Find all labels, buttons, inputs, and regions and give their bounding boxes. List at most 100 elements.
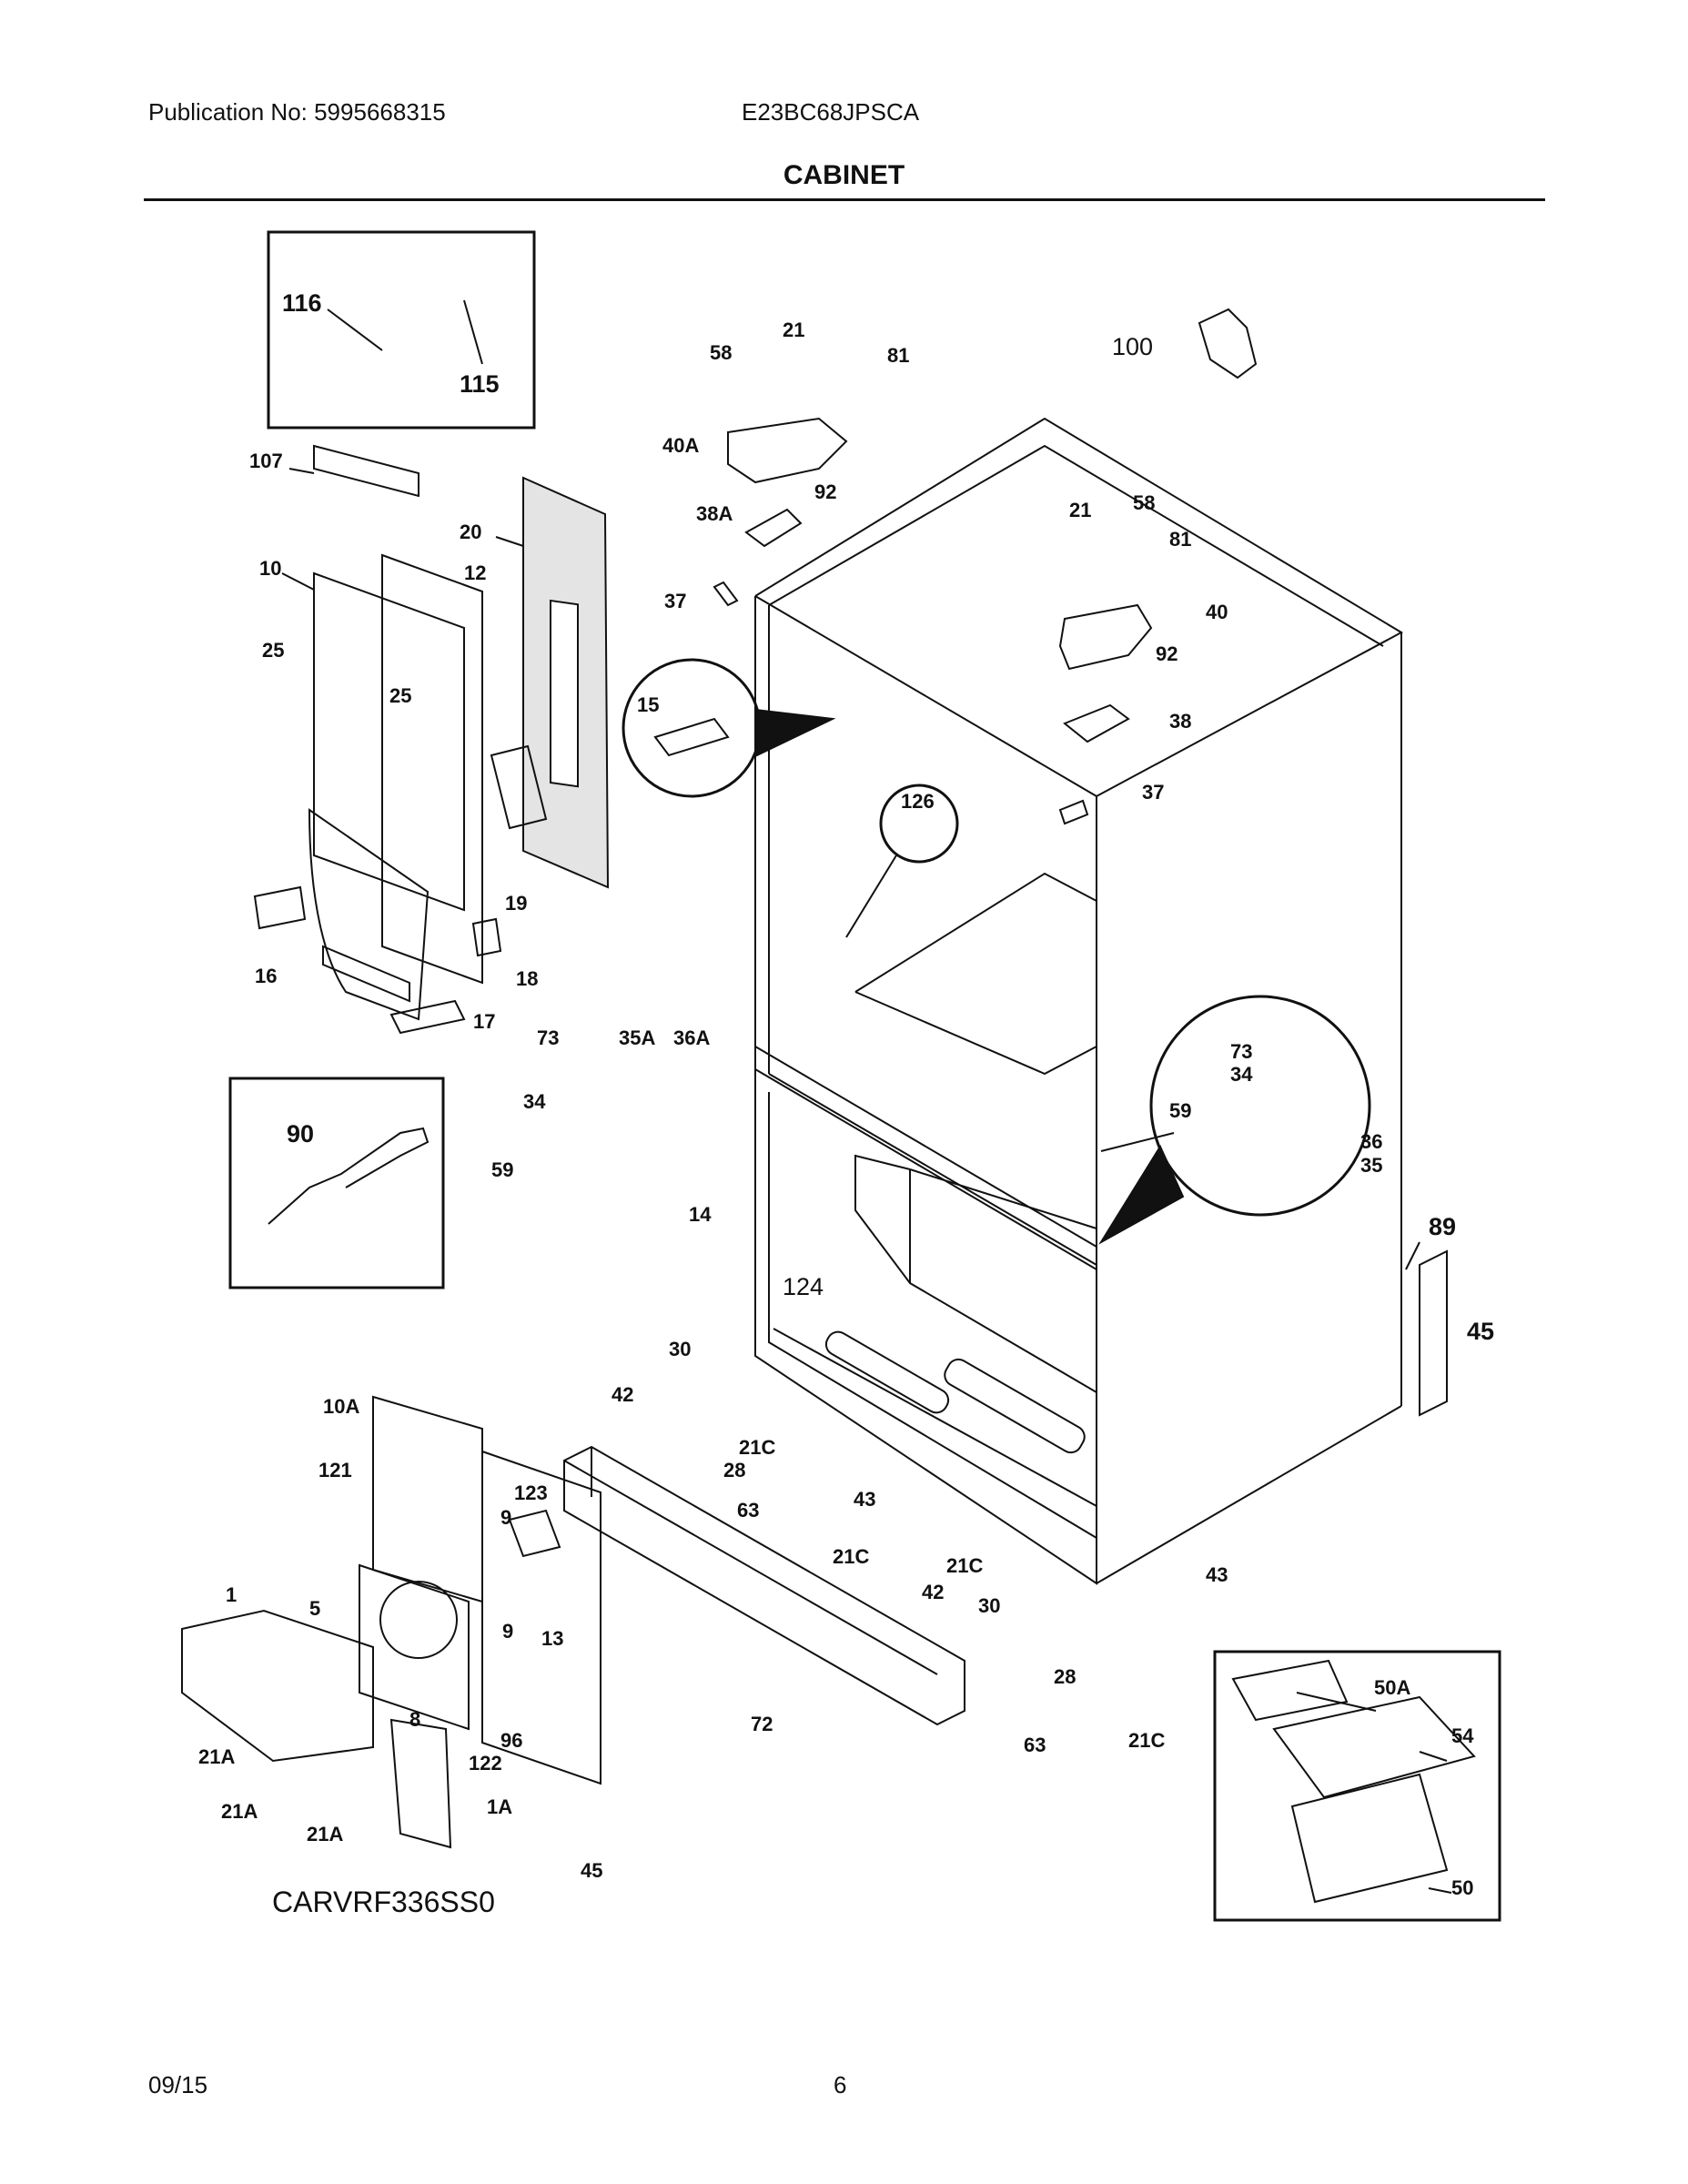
callout-10A: 10A bbox=[323, 1395, 359, 1418]
callout-21Cc: 21C bbox=[946, 1554, 983, 1577]
callout-25a: 25 bbox=[262, 639, 284, 662]
inset-box-harness bbox=[228, 1077, 445, 1289]
panel-89 bbox=[1419, 1249, 1448, 1417]
callout-63b: 63 bbox=[1024, 1734, 1046, 1756]
callout-21b: 21 bbox=[1069, 499, 1091, 521]
callout-59a: 59 bbox=[491, 1158, 513, 1181]
callout-36: 36 bbox=[1360, 1130, 1382, 1153]
callout-15: 15 bbox=[637, 693, 659, 716]
callout-54: 54 bbox=[1451, 1724, 1474, 1747]
callout-5: 5 bbox=[309, 1597, 320, 1620]
callout-labels: 116 115 107 20 10 12 25 25 19 16 18 17 5… bbox=[198, 289, 1494, 1899]
callout-9a: 9 bbox=[500, 1506, 511, 1529]
callout-21Cb: 21C bbox=[833, 1545, 869, 1568]
detail-circle-hinge bbox=[1149, 995, 1371, 1217]
detail-circle-15 bbox=[622, 658, 762, 798]
callout-21Ca: 21C bbox=[739, 1436, 775, 1459]
drawing-code: CARVRF336SS0 bbox=[272, 1886, 495, 1918]
page-title: CABINET bbox=[783, 160, 905, 190]
callout-34a: 34 bbox=[523, 1090, 546, 1113]
callout-42a: 42 bbox=[612, 1383, 633, 1406]
callout-13: 13 bbox=[541, 1627, 563, 1650]
callout-21Aa: 21A bbox=[198, 1745, 235, 1768]
inset-box-filter bbox=[267, 230, 536, 430]
callout-37b: 37 bbox=[1142, 781, 1164, 804]
callout-96: 96 bbox=[500, 1729, 522, 1752]
callout-36A: 36A bbox=[673, 1026, 710, 1049]
callout-63a: 63 bbox=[737, 1499, 759, 1522]
callout-73a: 73 bbox=[537, 1026, 559, 1049]
callout-38: 38 bbox=[1169, 710, 1191, 733]
callout-14: 14 bbox=[689, 1203, 712, 1226]
callout-107: 107 bbox=[249, 450, 283, 472]
callout-50: 50 bbox=[1451, 1876, 1473, 1899]
callout-115: 115 bbox=[460, 370, 500, 398]
callout-34b: 34 bbox=[1230, 1063, 1253, 1086]
callout-21a: 21 bbox=[783, 318, 804, 341]
callout-1A: 1A bbox=[487, 1795, 512, 1818]
callout-25b: 25 bbox=[389, 684, 411, 707]
callout-30a: 30 bbox=[669, 1338, 691, 1360]
callout-16: 16 bbox=[255, 965, 277, 987]
callout-30b: 30 bbox=[978, 1594, 1000, 1617]
evaporator-cover-assembly bbox=[253, 444, 610, 1035]
callout-37a: 37 bbox=[664, 590, 686, 612]
callout-18: 18 bbox=[516, 967, 538, 990]
callout-92a: 92 bbox=[814, 480, 836, 503]
callout-1: 1 bbox=[226, 1583, 237, 1606]
callout-20: 20 bbox=[460, 521, 481, 543]
callout-92b: 92 bbox=[1156, 642, 1178, 665]
detail-circle-126 bbox=[879, 784, 959, 864]
callout-40A: 40A bbox=[662, 434, 699, 457]
callout-45a: 45 bbox=[1467, 1318, 1494, 1345]
callout-116: 116 bbox=[282, 289, 322, 317]
callout-122: 122 bbox=[469, 1752, 502, 1774]
callout-42b: 42 bbox=[922, 1581, 944, 1603]
callout-100: 100 bbox=[1112, 333, 1153, 360]
callout-9b: 9 bbox=[502, 1620, 513, 1643]
callout-35: 35 bbox=[1360, 1154, 1382, 1177]
callout-81b: 81 bbox=[1169, 528, 1191, 551]
callout-89: 89 bbox=[1429, 1213, 1456, 1240]
callout-21Cd: 21C bbox=[1128, 1729, 1165, 1752]
callout-50A: 50A bbox=[1374, 1676, 1410, 1699]
callout-21Ab: 21A bbox=[221, 1800, 258, 1823]
publication-number: Publication No: 5995668315 bbox=[148, 98, 446, 126]
callout-40: 40 bbox=[1206, 601, 1228, 623]
callout-28a: 28 bbox=[723, 1459, 745, 1481]
callout-10: 10 bbox=[259, 557, 281, 580]
callout-73b: 73 bbox=[1230, 1040, 1252, 1063]
callout-19: 19 bbox=[505, 892, 527, 915]
callout-8: 8 bbox=[409, 1708, 420, 1731]
footer-date: 09/15 bbox=[148, 2071, 208, 2098]
callout-28b: 28 bbox=[1054, 1665, 1076, 1688]
callout-81a: 81 bbox=[887, 344, 909, 367]
callout-58a: 58 bbox=[710, 341, 732, 364]
callout-21Ac: 21A bbox=[307, 1823, 343, 1845]
callout-43b: 43 bbox=[1206, 1563, 1228, 1586]
upper-hinge-left bbox=[713, 417, 848, 607]
page-number: 6 bbox=[834, 2071, 847, 2098]
callout-38A: 38A bbox=[696, 502, 733, 525]
inset-box-control bbox=[1213, 1650, 1501, 1922]
callout-17: 17 bbox=[473, 1010, 495, 1033]
wire-harness bbox=[268, 1127, 430, 1225]
model-number: E23BC68JPSCA bbox=[742, 98, 920, 126]
cabinet-body bbox=[754, 417, 1404, 1585]
callout-90: 90 bbox=[287, 1120, 314, 1148]
upper-hinge-right bbox=[1058, 603, 1153, 825]
callout-12: 12 bbox=[464, 561, 486, 584]
fan-assembly bbox=[181, 1395, 601, 1849]
callout-123: 123 bbox=[514, 1481, 548, 1504]
callout-45b: 45 bbox=[581, 1859, 602, 1882]
callout-121: 121 bbox=[318, 1459, 352, 1481]
callout-59b: 59 bbox=[1169, 1099, 1191, 1122]
header-rule bbox=[144, 198, 1545, 201]
callout-58b: 58 bbox=[1133, 491, 1155, 514]
bracket-100 bbox=[1198, 308, 1258, 379]
callout-126: 126 bbox=[901, 790, 935, 813]
callout-72: 72 bbox=[751, 1713, 773, 1735]
toe-grille bbox=[563, 1445, 965, 1726]
callout-35A: 35A bbox=[619, 1026, 655, 1049]
